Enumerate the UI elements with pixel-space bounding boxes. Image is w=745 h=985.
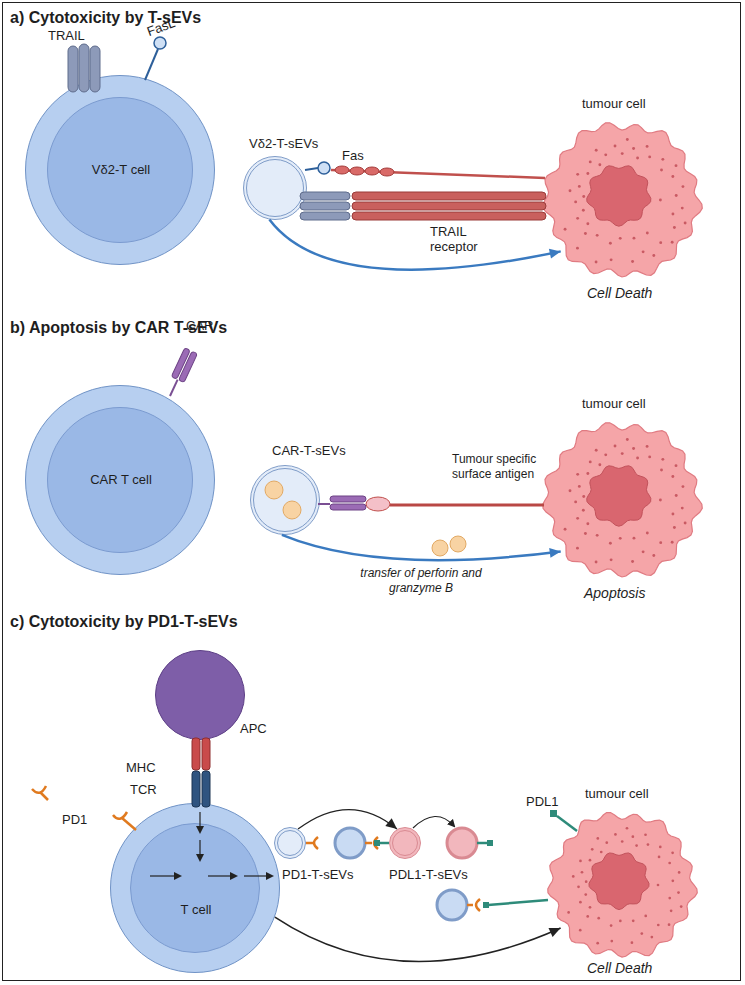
arrow-head xyxy=(549,928,561,937)
node-label: Apoptosis xyxy=(584,586,645,601)
fas-receptor xyxy=(331,166,545,178)
tumour-antigen xyxy=(366,497,544,511)
t-cell-circle: T cell xyxy=(110,803,280,973)
t-cell-circle: CAR T cell xyxy=(25,385,215,575)
tumour-outline xyxy=(542,420,702,580)
t-cell-circle: Vδ2-T cell xyxy=(25,75,215,265)
connector-line xyxy=(269,220,560,270)
pd1-vesicle xyxy=(335,828,378,858)
pdl1-symbol xyxy=(550,810,577,831)
node-label: Cell Death xyxy=(587,961,652,976)
edge-label: transfer of perforin and granzyme B xyxy=(356,566,486,596)
node-label: CAR-T-sEVs xyxy=(272,443,346,458)
node-label: tumour cell xyxy=(582,96,646,111)
vesicle-circle: PD1-T-sEVs xyxy=(274,827,306,859)
part-label: Fas xyxy=(342,148,364,163)
node-label: Vδ2-T cell xyxy=(26,162,216,177)
vesicle-circle: PDL1-T-sEVs xyxy=(389,827,421,859)
part-label: CAR xyxy=(186,318,213,333)
node-label: tumour cell xyxy=(582,396,646,411)
connector-arrow xyxy=(298,810,397,830)
apc-circle: APC xyxy=(155,650,245,740)
vesicle-circle: Vδ2-T-sEVs xyxy=(243,156,307,220)
tumour-outline xyxy=(547,810,697,960)
node-label: CAR T cell xyxy=(26,472,216,487)
connector-layer xyxy=(269,220,560,962)
connector-line xyxy=(282,535,561,560)
pdl1-symbol xyxy=(374,840,389,846)
panel-title: c) Cytotoxicity by PD1-T-sEVs xyxy=(10,612,238,631)
vesicle-circle: CAR-T-sEVs xyxy=(250,465,320,535)
trail-symbol xyxy=(300,192,350,220)
node-label: Vδ2-T-sEVs xyxy=(249,136,318,151)
part-label: PD1 xyxy=(62,812,87,827)
transfer-arrow xyxy=(413,816,454,828)
node-label: T cell xyxy=(111,902,281,917)
connector-arrow xyxy=(269,220,560,270)
pdl1-vesicle xyxy=(447,828,493,858)
node-label: APC xyxy=(240,721,267,736)
connector-arrow xyxy=(275,917,561,961)
car-symbol xyxy=(164,348,198,399)
pd1-symbol xyxy=(32,786,136,830)
bound-vesicle xyxy=(437,890,548,920)
connector-line xyxy=(298,810,397,830)
node-label: Cell Death xyxy=(587,286,652,301)
connector-line xyxy=(275,917,561,961)
tumour-cell: tumour cellCell Death xyxy=(547,810,697,960)
node-label: PDL1-T-sEVs xyxy=(389,867,468,882)
connector-arrow xyxy=(282,535,561,560)
arrow-head xyxy=(549,249,561,259)
part-label: MHC xyxy=(126,760,156,775)
fasl-symbol xyxy=(145,37,166,80)
cell-inner-circle xyxy=(130,823,260,953)
part-label: TRAIL receptor xyxy=(430,224,500,254)
node-label: tumour cell xyxy=(585,786,649,801)
part-label: TRAIL xyxy=(48,28,85,43)
part-label: PDL1 xyxy=(526,794,559,809)
mhc-symbol xyxy=(192,738,210,770)
node-label: PD1-T-sEVs xyxy=(282,867,354,882)
arrow-head xyxy=(385,818,397,829)
fasl-symbol xyxy=(305,162,330,174)
tumour-outline xyxy=(542,120,702,280)
arrow-head xyxy=(549,548,561,558)
tumour-cell: tumour cellCell Death xyxy=(542,120,702,280)
trail-receptor-symbol xyxy=(352,192,546,220)
part-label: TCR xyxy=(130,782,157,797)
tcr-symbol xyxy=(192,771,210,807)
car-symbol xyxy=(318,496,366,510)
tumour-cell: tumour cellApoptosis xyxy=(542,420,702,580)
pd1-symbol xyxy=(306,837,318,849)
part-label: Tumour specific surface antigen xyxy=(452,452,542,482)
